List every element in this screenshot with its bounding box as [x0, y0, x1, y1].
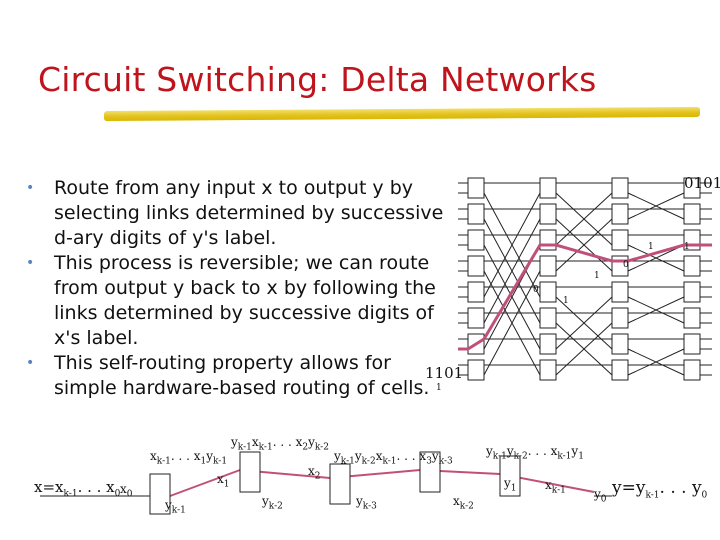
- link-cross: [483, 218, 541, 324]
- switch-box: [467, 359, 485, 381]
- link-cross: [555, 296, 613, 350]
- y-expression: y=yk-1. . . y0: [612, 478, 708, 501]
- switch-box: [611, 333, 629, 355]
- stage-box: [419, 451, 441, 493]
- switch-box: [683, 203, 701, 225]
- x-k2-label: xk-2: [453, 494, 474, 512]
- bullet-dot-icon: •: [26, 355, 35, 371]
- bullet-text: This process is reversible; we can route…: [54, 252, 436, 349]
- route-digit: 1: [436, 383, 442, 393]
- x1-label: x1: [217, 472, 230, 490]
- route-segment: [239, 468, 595, 493]
- switch-box: [611, 177, 629, 199]
- route-digit: 1: [594, 271, 600, 281]
- switch-box: [467, 255, 485, 277]
- route-digit: 0: [533, 285, 539, 295]
- switch-box: [611, 359, 629, 381]
- bullet-item: • This process is reversible; we can rou…: [26, 251, 446, 351]
- switch-box: [539, 333, 557, 355]
- x2-label: x2: [308, 464, 321, 482]
- stage1-label: yk-1xk-1. . . x2yk-2: [231, 435, 329, 453]
- y-k2-label: yk-2: [262, 494, 283, 512]
- x-k1-label: xk-1: [545, 478, 566, 496]
- switch-box: [467, 203, 485, 225]
- switch-box: [611, 307, 629, 329]
- switch-network: [458, 177, 712, 381]
- switch-box: [683, 333, 701, 355]
- route-path: [458, 243, 712, 351]
- bullet-list: • Route from any input x to output y by …: [26, 176, 446, 401]
- stage-box: [149, 473, 171, 515]
- route-digit: 0: [623, 260, 629, 270]
- link-cross: [627, 192, 685, 220]
- switch-box: [683, 281, 701, 303]
- link-cross: [627, 348, 685, 376]
- switch-box: [539, 203, 557, 225]
- switch-box: [539, 177, 557, 199]
- switch-box: [611, 203, 629, 225]
- link-cross: [483, 270, 541, 376]
- y-k3-label: yk-3: [356, 494, 377, 512]
- y-k1-label: yk-1: [165, 498, 186, 516]
- switch-box: [539, 229, 557, 251]
- switch-box: [467, 281, 485, 303]
- switch-box: [539, 255, 557, 277]
- stage-box: [329, 463, 351, 505]
- stage-box: [239, 451, 261, 493]
- switch-box: [683, 359, 701, 381]
- bullet-item: • This self-routing property allows for …: [26, 351, 446, 401]
- x-expression: x=xk-1. . . x0: [34, 478, 121, 499]
- switch-box: [683, 255, 701, 277]
- switch-box: [467, 307, 485, 329]
- switch-box: [539, 307, 557, 329]
- x0-label: x0: [120, 482, 133, 500]
- link-cross: [555, 218, 613, 272]
- switch-box: [683, 307, 701, 329]
- switch-box: [467, 177, 485, 199]
- switch-box: [683, 177, 701, 199]
- switch-box: [539, 281, 557, 303]
- bullet-text: Route from any input x to output y by se…: [54, 177, 444, 249]
- stage2-label: yk-1yk-2xk-1. . . x3yk-3: [334, 449, 453, 467]
- link-cross: [627, 296, 685, 324]
- switch-box: [539, 359, 557, 381]
- slide-title: Circuit Switching: Delta Networks: [38, 60, 597, 99]
- highlighted-route: [458, 243, 712, 351]
- bullet-dot-icon: •: [26, 180, 35, 196]
- stage-box: [499, 455, 521, 497]
- y1-label: y1: [504, 476, 517, 494]
- switch-box: [611, 229, 629, 251]
- switch-box: [611, 281, 629, 303]
- route-digit: 1: [648, 242, 654, 252]
- bullet-text: This self-routing property allows for si…: [54, 352, 430, 399]
- link-cross: [627, 244, 685, 272]
- bottom-route-diagram: [40, 451, 612, 515]
- stage0-label: xk-1. . . x1yk-1: [150, 449, 228, 467]
- link-cross: [555, 192, 613, 246]
- output-label-0101: 0101: [684, 174, 720, 192]
- link-cross: [555, 322, 613, 376]
- stage3-label: yk-1yk-2. . . xk-1y1: [486, 444, 584, 462]
- route-digit: 1: [563, 296, 569, 306]
- link-cross: [483, 192, 541, 298]
- bullet-item: • Route from any input x to output y by …: [26, 176, 446, 251]
- switch-box: [467, 229, 485, 251]
- input-label-1101: 1101: [425, 364, 464, 382]
- y0-label: y0: [594, 487, 607, 505]
- bullet-dot-icon: •: [26, 255, 35, 271]
- route-digit: 1: [684, 242, 690, 252]
